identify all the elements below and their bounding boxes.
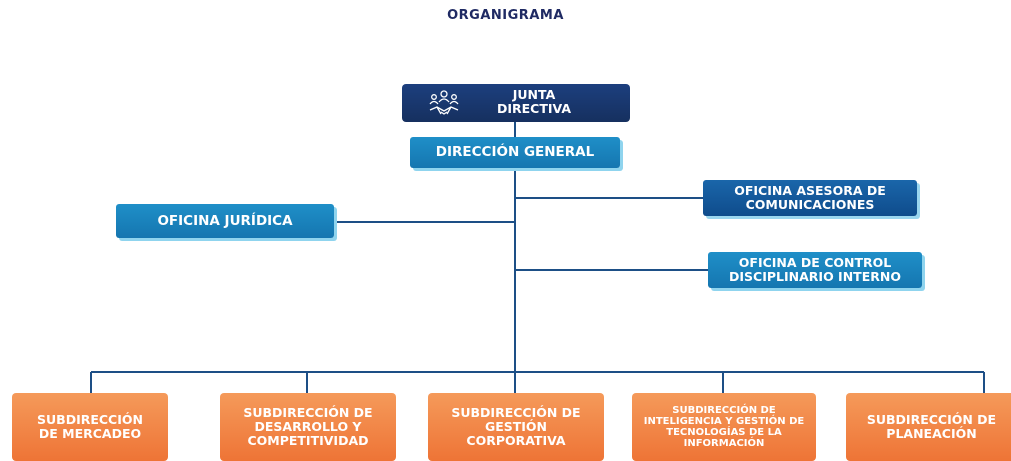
subdireccion-inteligencia-box: SUBDIRECCIÓN DE INTELIGENCIA Y GESTIÓN D… (632, 393, 816, 461)
subdireccion-mercadeo-box: SUBDIRECCIÓN DE MERCADEO (12, 393, 168, 461)
oficina-control-box: OFICINA DE CONTROL DISCIPLINARIO INTERNO (708, 252, 922, 288)
oficina-comunicaciones-label: OFICINA ASESORA DE COMUNICACIONES (734, 183, 886, 212)
page-title: ORGANIGRAMA (447, 8, 564, 23)
subdireccion-planeacion-label: SUBDIRECCIÓN DE PLANEACIÓN (866, 412, 997, 441)
oficina-comunicaciones-box: OFICINA ASESORA DE COMUNICACIONES (703, 180, 917, 216)
direccion-general-box: DIRECCIÓN GENERAL (410, 137, 620, 168)
direccion-general-label: DIRECCIÓN GENERAL (435, 144, 595, 161)
subdireccion-desarrollo-label: SUBDIRECCIÓN DE DESARROLLO Y COMPETITIVI… (243, 405, 373, 448)
oficina-juridica-label: OFICINA JURÍDICA (157, 212, 293, 229)
handshake-people-icon (426, 88, 462, 118)
oficina-juridica-box: OFICINA JURÍDICA (116, 204, 334, 238)
subdireccion-gestion-label: SUBDIRECCIÓN DE GESTIÓN CORPORATIVA (451, 405, 581, 448)
subdireccion-inteligencia-label: SUBDIRECCIÓN DE INTELIGENCIA Y GESTIÓN D… (643, 405, 805, 449)
subdireccion-gestion-box: SUBDIRECCIÓN DE GESTIÓN CORPORATIVA (428, 393, 604, 461)
oficina-control-label: OFICINA DE CONTROL DISCIPLINARIO INTERNO (729, 255, 901, 284)
junta-directiva-label: JUNTA DIRECTIVA (496, 87, 572, 116)
subdireccion-mercadeo-label: SUBDIRECCIÓN DE MERCADEO (37, 412, 143, 441)
subdireccion-planeacion-box: SUBDIRECCIÓN DE PLANEACIÓN (846, 393, 1011, 461)
junta-directiva-box: JUNTA DIRECTIVA (402, 84, 630, 122)
subdireccion-desarrollo-box: SUBDIRECCIÓN DE DESARROLLO Y COMPETITIVI… (220, 393, 396, 461)
